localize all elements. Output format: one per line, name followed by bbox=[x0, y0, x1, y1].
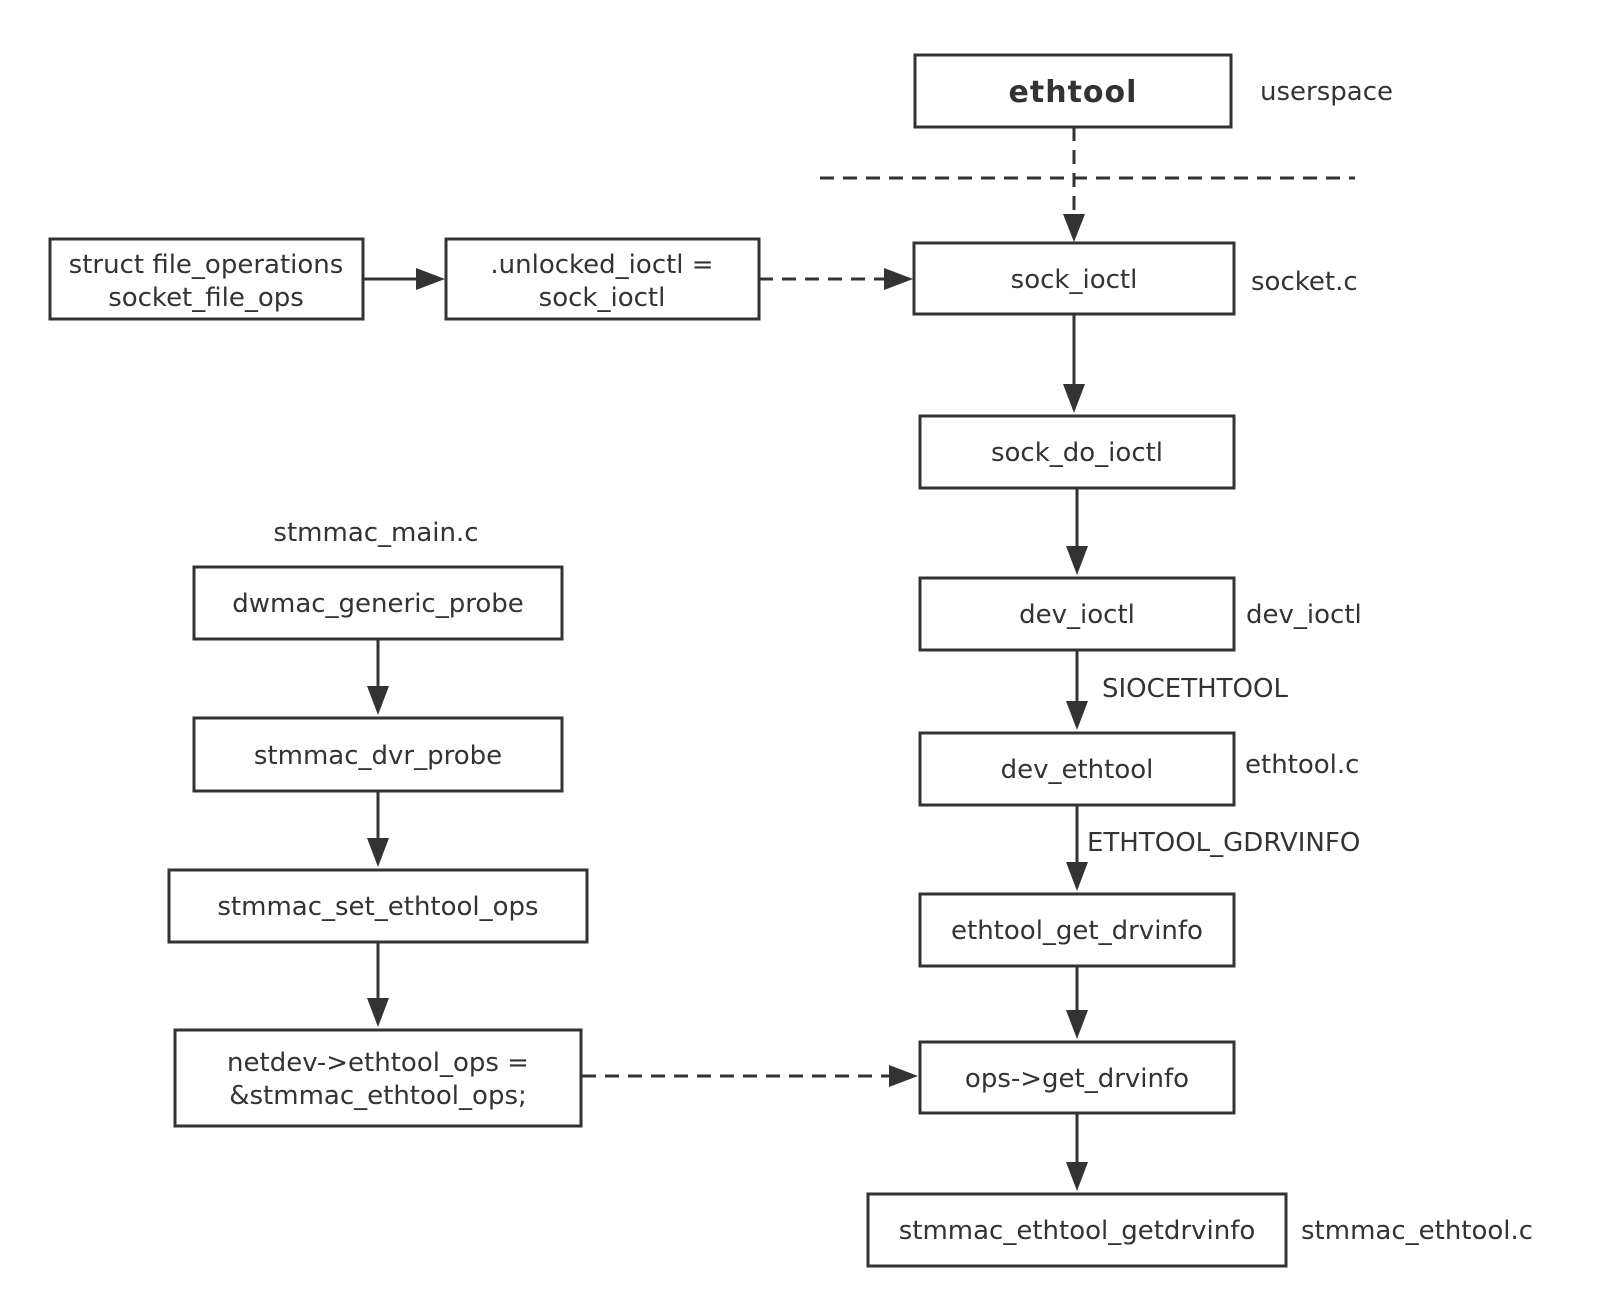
unlocked-ioctl-line1: .unlocked_ioctl = bbox=[490, 250, 713, 280]
netdev-ethtool-ops-line2: &stmmac_ethtool_ops; bbox=[229, 1081, 527, 1111]
stmmac-dvr-probe-node: stmmac_dvr_probe bbox=[192, 716, 564, 793]
netdev-ethtool-ops-line1: netdev->ethtool_ops = bbox=[227, 1048, 529, 1078]
ethtool-node-label: ethtool bbox=[1009, 75, 1138, 110]
ethtool-get-drvinfo-node-label: ethtool_get_drvinfo bbox=[951, 916, 1203, 946]
dev-ioctl-node: dev_ioctl bbox=[918, 576, 1236, 652]
arrowhead bbox=[1066, 1162, 1088, 1191]
arrowhead bbox=[1066, 701, 1088, 730]
arrowhead bbox=[1063, 384, 1085, 413]
ethtool-node: ethtool bbox=[913, 53, 1233, 129]
socket-c-label: socket.c bbox=[1251, 267, 1358, 297]
dev-ioctl-node-label: dev_ioctl bbox=[1019, 600, 1135, 630]
dev-ioctl-file-label: dev_ioctl bbox=[1246, 600, 1362, 630]
struct-file-operations-line2: socket_file_ops bbox=[108, 283, 304, 313]
arrowhead bbox=[1066, 862, 1088, 891]
stmmac-ethtool-c-label: stmmac_ethtool.c bbox=[1301, 1216, 1533, 1246]
sock-ioctl-node-label: sock_ioctl bbox=[1011, 265, 1138, 295]
siocethtool-edge-label: SIOCETHTOOL bbox=[1102, 674, 1288, 704]
netdev-ethtool-ops-node: netdev->ethtool_ops = &stmmac_ethtool_op… bbox=[173, 1028, 583, 1128]
sock-do-ioctl-node: sock_do_ioctl bbox=[918, 414, 1236, 490]
arrowhead bbox=[1066, 1010, 1088, 1039]
arrowhead bbox=[367, 686, 389, 715]
unlocked-ioctl-line2: sock_ioctl bbox=[539, 283, 666, 313]
ethtool-get-drvinfo-node: ethtool_get_drvinfo bbox=[918, 892, 1236, 968]
arrowhead bbox=[416, 268, 445, 290]
ethtool-gdrvinfo-edge-label: ETHTOOL_GDRVINFO bbox=[1087, 828, 1360, 858]
stmmac-set-ethtool-ops-node-label: stmmac_set_ethtool_ops bbox=[217, 892, 538, 922]
ops-get-drvinfo-node-label: ops->get_drvinfo bbox=[965, 1064, 1189, 1094]
arrowhead bbox=[367, 998, 389, 1027]
dwmac-generic-probe-node-label: dwmac_generic_probe bbox=[232, 589, 524, 619]
struct-file-operations-node: struct file_operations socket_file_ops bbox=[48, 237, 365, 321]
ops-get-drvinfo-node: ops->get_drvinfo bbox=[918, 1040, 1236, 1115]
stmmac-set-ethtool-ops-node: stmmac_set_ethtool_ops bbox=[167, 868, 589, 944]
userspace-label: userspace bbox=[1260, 77, 1393, 107]
stmmac-dvr-probe-node-label: stmmac_dvr_probe bbox=[254, 741, 502, 771]
stmmac-ethtool-getdrvinfo-node-label: stmmac_ethtool_getdrvinfo bbox=[899, 1216, 1256, 1246]
arrowhead bbox=[367, 838, 389, 867]
arrowhead bbox=[1066, 546, 1088, 575]
arrowhead bbox=[884, 268, 913, 290]
sock-do-ioctl-node-label: sock_do_ioctl bbox=[991, 438, 1163, 468]
ethtool-c-label: ethtool.c bbox=[1245, 750, 1359, 780]
unlocked-ioctl-node: .unlocked_ioctl = sock_ioctl bbox=[444, 237, 761, 321]
stmmac-main-c-label: stmmac_main.c bbox=[273, 518, 478, 548]
dev-ethtool-node-label: dev_ethtool bbox=[1001, 755, 1154, 785]
dwmac-generic-probe-node: dwmac_generic_probe bbox=[192, 565, 564, 641]
stmmac-ethtool-getdrvinfo-node: stmmac_ethtool_getdrvinfo bbox=[866, 1192, 1288, 1268]
struct-file-operations-line1: struct file_operations bbox=[69, 250, 344, 280]
dev-ethtool-node: dev_ethtool bbox=[918, 731, 1236, 807]
sock-ioctl-node: sock_ioctl bbox=[912, 241, 1236, 316]
arrowhead bbox=[889, 1065, 918, 1087]
arrowhead bbox=[1063, 214, 1085, 242]
